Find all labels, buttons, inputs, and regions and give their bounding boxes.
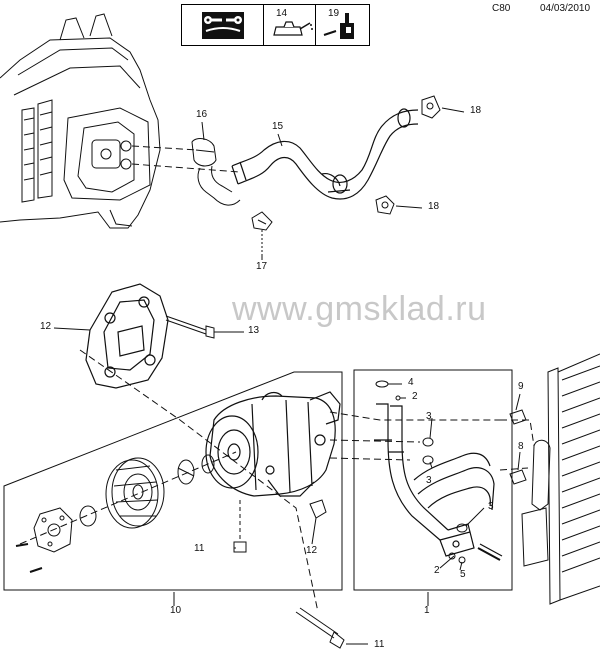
callout-6: 8 [518, 441, 524, 452]
condenser [521, 353, 600, 605]
sealant-bottle-icon [323, 13, 354, 39]
compressor-body [205, 391, 341, 497]
callout-17: 17 [256, 261, 268, 272]
callout-16: 16 [196, 109, 208, 120]
hvac-housing [0, 13, 161, 229]
o-rings [375, 380, 468, 564]
clutch-parts [33, 454, 215, 553]
oil-can-number: 14 [276, 8, 288, 19]
callout-4: 4 [408, 377, 414, 388]
bolt-6 [509, 469, 527, 485]
callout-5: 5 [460, 569, 466, 580]
diagram-code: C80 [492, 3, 511, 14]
callout-18-top: 18 [470, 105, 482, 116]
part-10 [309, 499, 327, 519]
callout-8: 10 [170, 605, 182, 616]
bolt-7 [509, 409, 527, 425]
part-16-connector [191, 138, 241, 206]
sealant-cell: 19 [316, 5, 369, 45]
wrench-book-icon [182, 5, 264, 45]
watermark-text: www.gmsklad.ru [232, 290, 487, 328]
callout-15: 15 [272, 121, 284, 132]
callout-10: 12 [306, 545, 318, 556]
sealant-number: 19 [328, 8, 340, 19]
callout-9: 11 [194, 543, 205, 554]
callout-7: 9 [518, 381, 524, 392]
hose-15 [231, 108, 419, 200]
callout-3-b: 3 [426, 475, 432, 486]
oil-can-icon [273, 21, 313, 36]
callout-2-bottom: 2 [434, 565, 440, 576]
callout-11: 11 [374, 639, 385, 650]
part-18-clip-bottom [375, 195, 395, 215]
diagram-date: 04/03/2010 [540, 3, 591, 14]
bolt-9 [233, 500, 247, 553]
part-17-clip [251, 211, 273, 231]
refrigerant-lines [374, 403, 503, 561]
oil-can-cell: 14 [264, 5, 316, 45]
tool-legend-box: 14 19 [181, 4, 370, 46]
callout-1: 1 [424, 605, 430, 616]
callout-13: 13 [248, 325, 260, 336]
callout-2-top: 2 [412, 391, 418, 402]
bracket-12 [85, 283, 169, 389]
callout-12: 12 [40, 321, 52, 332]
callout-18-bottom: 18 [428, 201, 440, 212]
bolt-11 [295, 607, 345, 649]
bolt-13 [165, 315, 215, 339]
part-18-clip-top [421, 95, 441, 119]
callout-3-a: 3 [426, 411, 432, 422]
callout-3-c: 3 [488, 501, 494, 512]
